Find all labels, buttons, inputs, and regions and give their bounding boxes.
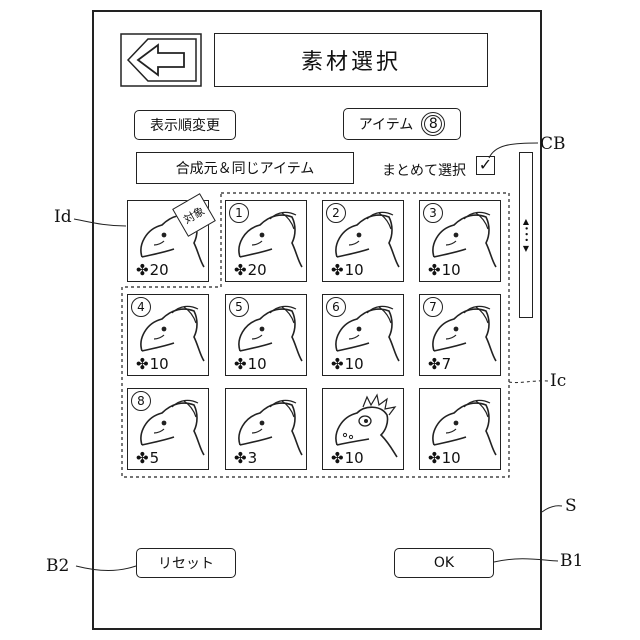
material-count: ✤10 <box>234 355 267 373</box>
leader-line-id <box>74 219 126 226</box>
material-tile[interactable]: 6 ✤10 <box>322 294 404 376</box>
ref-label-b1: B1 <box>560 551 583 571</box>
material-tile[interactable]: ✤3 <box>225 388 307 470</box>
material-count: ✤20 <box>234 261 267 279</box>
ok-button[interactable]: OK <box>394 548 494 578</box>
base-material-tile[interactable]: 対象 ✤20 <box>127 200 209 282</box>
leader-line-ic <box>509 381 548 383</box>
selection-order-badge: 5 <box>229 297 249 317</box>
ref-label-ic: Ic <box>550 371 566 391</box>
selection-order-badge: 3 <box>423 203 443 223</box>
material-count: ✤5 <box>136 449 159 467</box>
clover-icon: ✤ <box>136 261 149 279</box>
material-count: ✤20 <box>136 261 169 279</box>
material-tile[interactable]: 5 ✤10 <box>225 294 307 376</box>
material-count: ✤10 <box>428 261 461 279</box>
ref-label-cb: CB <box>540 134 566 154</box>
material-tile[interactable]: ✤10 <box>419 388 501 470</box>
ref-label-b2: B2 <box>46 556 69 576</box>
leader-line-b1 <box>494 559 558 562</box>
clover-icon: ✤ <box>428 355 441 373</box>
selection-order-badge: 8 <box>131 391 151 411</box>
clover-icon: ✤ <box>234 261 247 279</box>
reset-button[interactable]: リセット <box>136 548 236 578</box>
material-tile[interactable]: 8 ✤5 <box>127 388 209 470</box>
material-count: ✤10 <box>331 261 364 279</box>
material-tile[interactable]: 2 ✤10 <box>322 200 404 282</box>
material-count: ✤10 <box>331 355 364 373</box>
ref-label-s: S <box>565 496 577 516</box>
leader-line-b2 <box>76 566 136 571</box>
clover-icon: ✤ <box>331 449 344 467</box>
selection-order-badge: 6 <box>326 297 346 317</box>
material-tile[interactable]: 7 ✤7 <box>419 294 501 376</box>
clover-icon: ✤ <box>331 355 344 373</box>
ref-label-id: Id <box>54 207 72 227</box>
clover-icon: ✤ <box>136 355 149 373</box>
clover-icon: ✤ <box>234 449 247 467</box>
selection-order-badge: 2 <box>326 203 346 223</box>
material-tile[interactable]: 4 ✤10 <box>127 294 209 376</box>
material-count: ✤7 <box>428 355 451 373</box>
clover-icon: ✤ <box>428 261 441 279</box>
material-tile[interactable]: 1 ✤20 <box>225 200 307 282</box>
leader-line-cb <box>489 143 538 158</box>
material-count: ✤10 <box>428 449 461 467</box>
material-count: ✤10 <box>136 355 169 373</box>
clover-icon: ✤ <box>234 355 247 373</box>
clover-icon: ✤ <box>428 449 441 467</box>
leader-line-s <box>542 506 562 512</box>
selection-order-badge: 4 <box>131 297 151 317</box>
clover-icon: ✤ <box>331 261 344 279</box>
material-tile[interactable]: ✤10 <box>322 388 404 470</box>
selection-order-badge: 7 <box>423 297 443 317</box>
selection-order-badge: 1 <box>229 203 249 223</box>
material-count: ✤10 <box>331 449 364 467</box>
material-count: ✤3 <box>234 449 257 467</box>
material-tile[interactable]: 3 ✤10 <box>419 200 501 282</box>
clover-icon: ✤ <box>136 449 149 467</box>
